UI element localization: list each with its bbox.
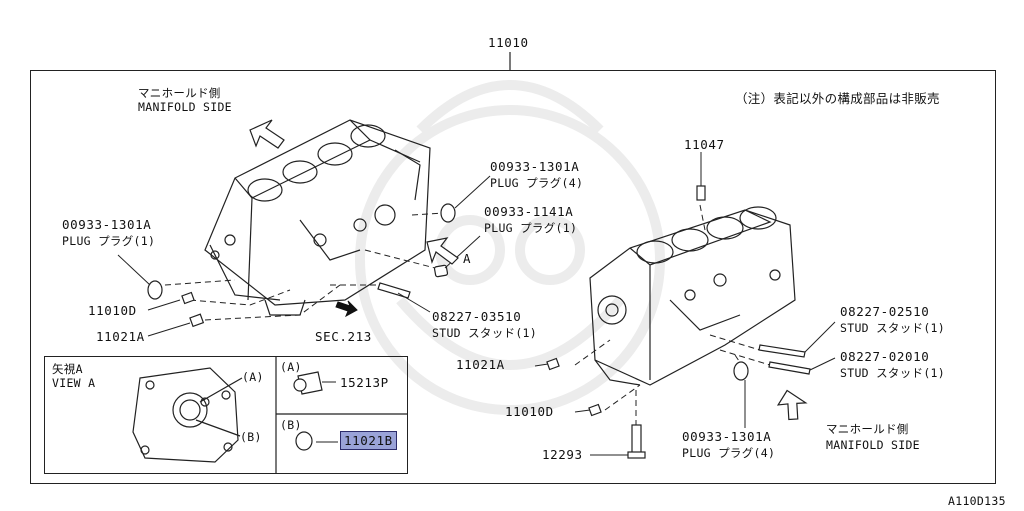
view-a-title-en: VIEW A — [52, 376, 96, 390]
view-a-arrow-label: A — [463, 251, 471, 266]
diagram-frame — [30, 70, 996, 484]
manifold-side-arrow-right — [776, 389, 808, 421]
manifold-side-en-right: MANIFOLD SIDE — [826, 438, 920, 452]
left-stud-description: STUD スタッド(1) — [432, 326, 537, 340]
left-cylinder-block — [204, 119, 431, 316]
right-top-part-number[interactable]: 11047 — [684, 137, 725, 152]
left-stud-part-number[interactable]: 08227-03510 — [432, 309, 522, 324]
right-cylinder-block — [589, 206, 796, 386]
view-a-arrow — [426, 237, 459, 265]
right-stud-1-description: STUD スタッド(1) — [840, 321, 945, 335]
bolt-part-number[interactable]: 12293 — [542, 447, 583, 462]
plug-top-part-number[interactable]: 00933-1301A — [490, 159, 580, 174]
right-stud-2-description: STUD スタッド(1) — [840, 366, 945, 380]
right-dowel-part-number[interactable]: 11010D — [505, 404, 554, 419]
box-a-part-number[interactable]: 15213P — [340, 375, 389, 390]
manifold-side-jp-right: マニホールド側 — [826, 422, 909, 436]
box-b-part-number-highlighted[interactable]: 11021B — [340, 431, 397, 450]
figure-code: A110D135 — [948, 494, 1006, 508]
manifold-side-jp-left: マニホールド側 — [138, 86, 221, 100]
section-arrow — [335, 300, 358, 318]
view-a-title-jp: 矢視A — [52, 362, 83, 376]
main-part-number[interactable]: 11010 — [488, 35, 529, 50]
view-a-gasket-drawing — [132, 367, 243, 463]
right-plug-description: PLUG プラグ(4) — [682, 446, 776, 460]
manifold-side-arrow-left — [249, 119, 285, 149]
gasket-callout-b: (B) — [240, 430, 262, 444]
plug-left-part-number[interactable]: 00933-1301A — [62, 217, 152, 232]
left-dowel-part-number[interactable]: 11010D — [88, 303, 137, 318]
left-sleeve-part-number[interactable]: 11021A — [96, 329, 145, 344]
plug-left-description: PLUG プラグ(1) — [62, 234, 156, 248]
section-reference[interactable]: SEC.213 — [315, 329, 372, 344]
box-b-label: (B) — [280, 418, 302, 432]
view-a-inset — [44, 356, 408, 474]
plug-top-description: PLUG プラグ(4) — [490, 176, 584, 190]
manifold-side-en-left: MANIFOLD SIDE — [138, 100, 232, 114]
plug-mid-part-number[interactable]: 00933-1141A — [484, 204, 574, 219]
right-plug-part-number[interactable]: 00933-1301A — [682, 429, 772, 444]
right-stud-1-part-number[interactable]: 08227-02510 — [840, 304, 930, 319]
right-sleeve-part-number[interactable]: 11021A — [456, 357, 505, 372]
box-a-label: (A) — [280, 360, 302, 374]
right-stud-2-part-number[interactable]: 08227-02010 — [840, 349, 930, 364]
plug-mid-description: PLUG プラグ(1) — [484, 221, 578, 235]
gasket-callout-a: (A) — [242, 370, 264, 384]
watermark-emblem — [355, 80, 665, 415]
not-sold-note: （注）表記以外の構成部品は非販売 — [735, 91, 940, 106]
